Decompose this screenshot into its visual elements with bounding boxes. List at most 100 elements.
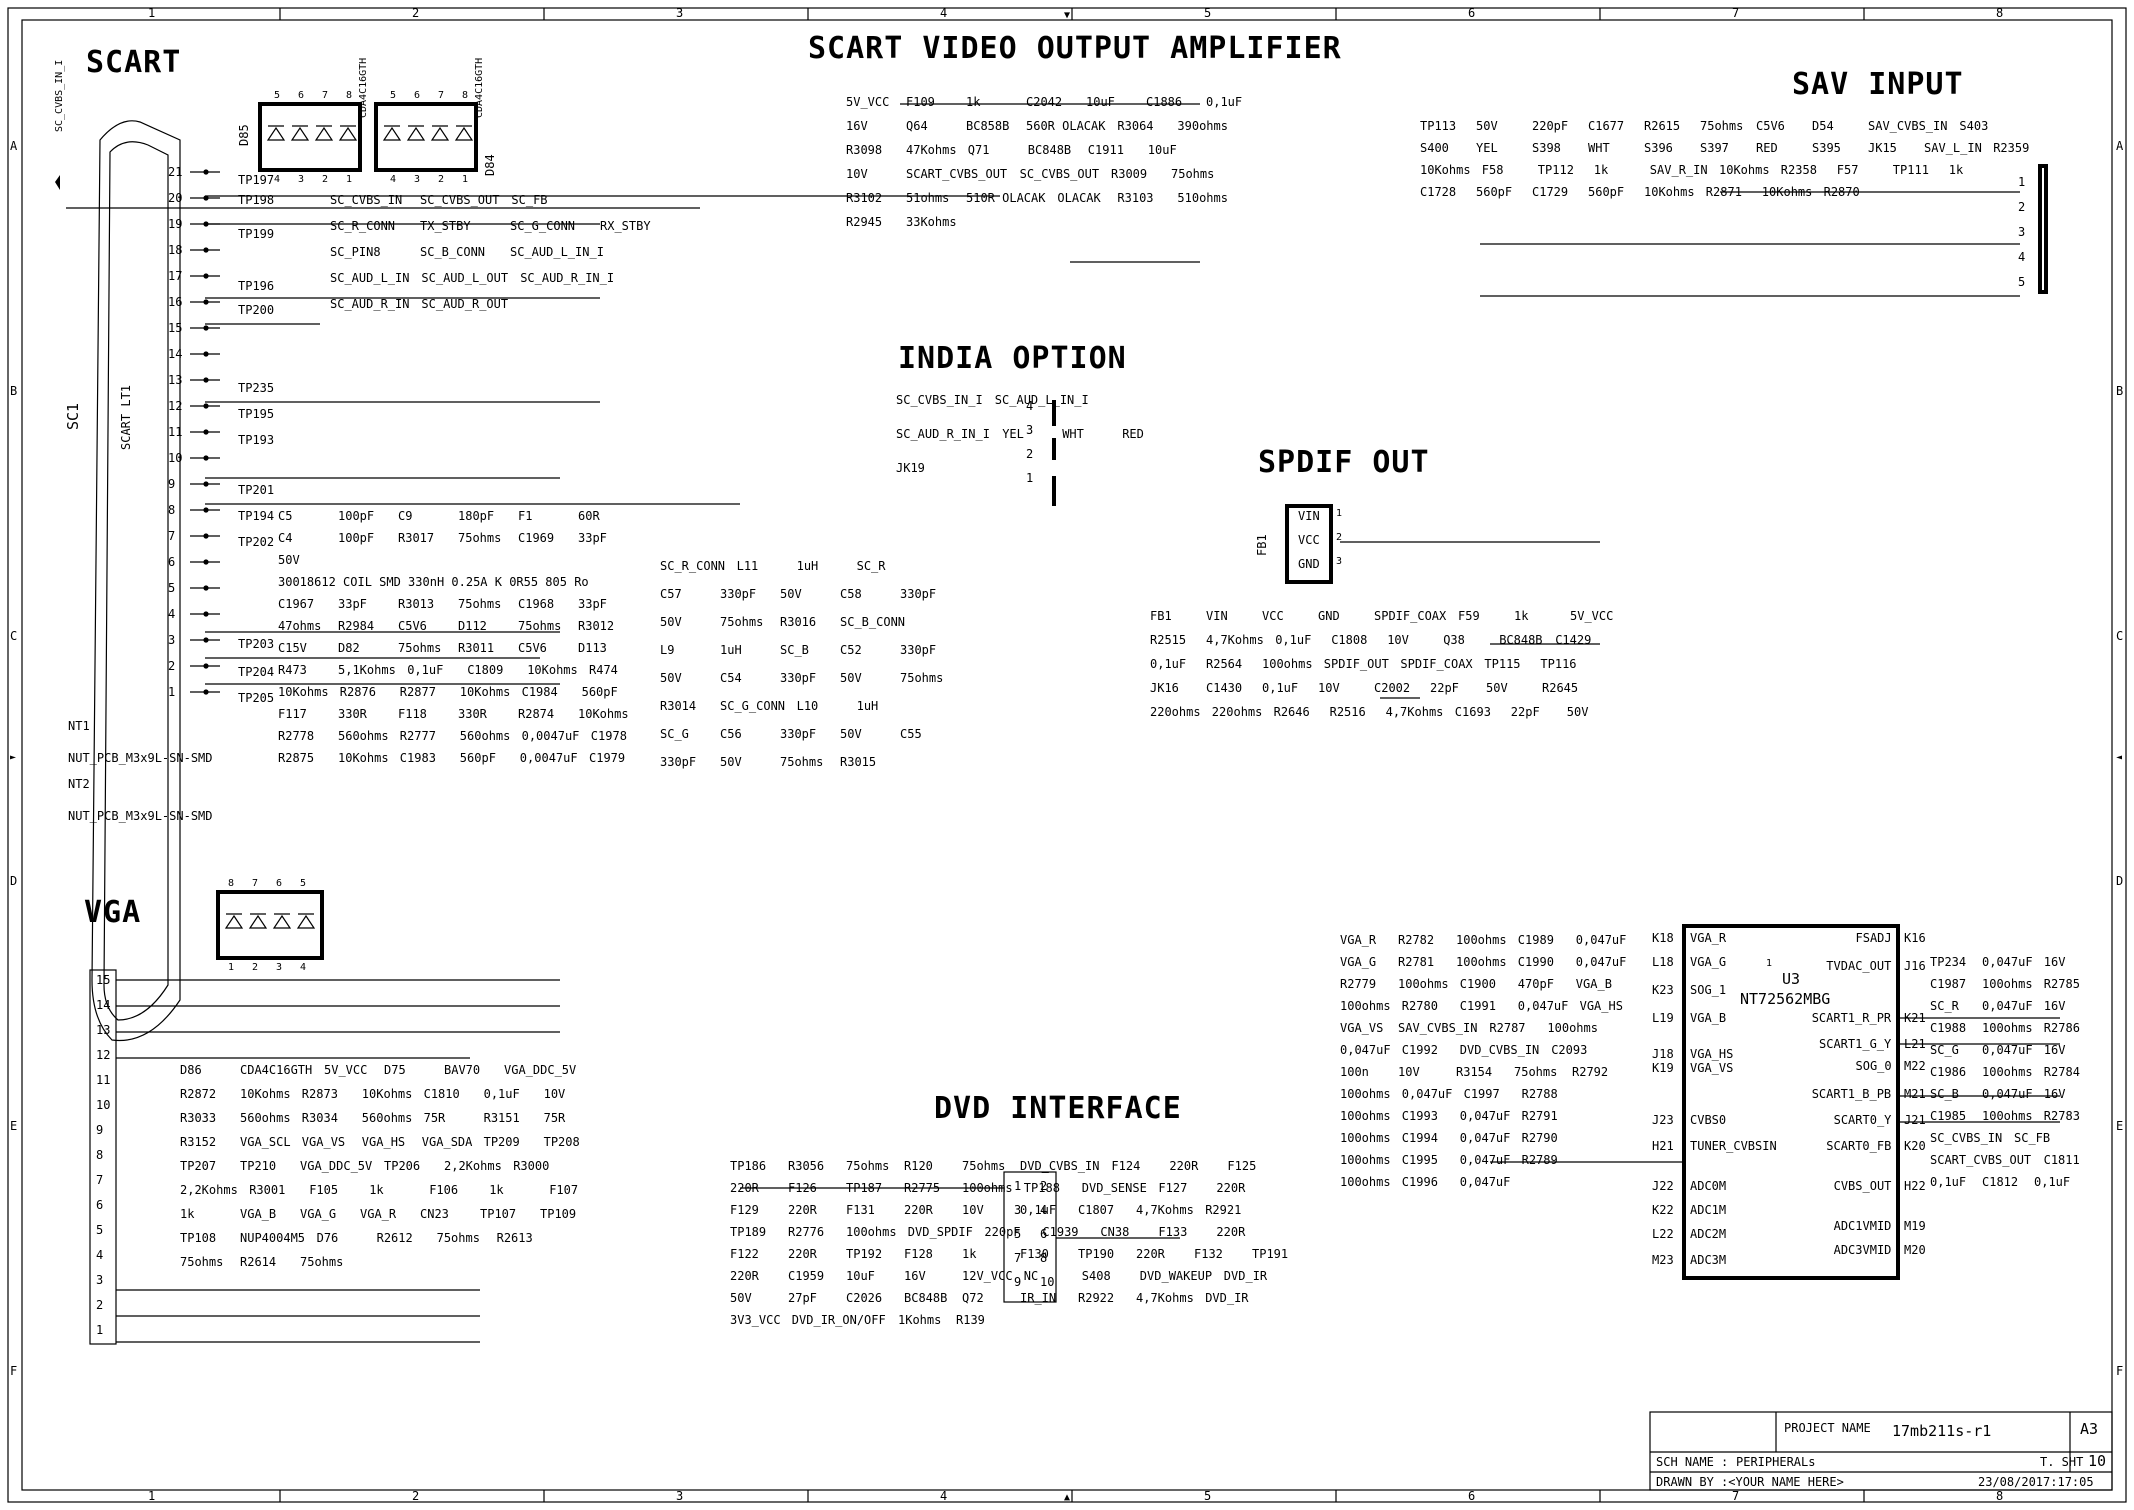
scart-part-label: R2984	[338, 619, 374, 633]
scart-testpoint: TP235	[238, 381, 274, 395]
vga-part-label: VGA_SDA	[422, 1135, 473, 1149]
sav-part-label: 560pF	[1588, 185, 1624, 199]
u3-left-part-label: 100ohms	[1398, 977, 1449, 991]
amp-part-label: 0,1uF	[1206, 95, 1242, 109]
scart-part-label: C1979	[589, 751, 625, 765]
u3-left-part-label: 100ohms	[1456, 955, 1507, 969]
u3-left-part-label: 0,047uF	[1518, 999, 1569, 1013]
scart-connector: SC_CVBS_IN_I SC1 SCART LT1	[54, 60, 181, 1042]
u3-left-part-label: C1990	[1518, 955, 1554, 969]
d85-type: CDA4C16GTH	[358, 58, 369, 118]
spdif-part-label: 5V_VCC	[1570, 609, 1613, 623]
u3-right-part-label: 0,047uF	[1982, 1043, 2033, 1057]
u3-right-pin: ADC1VMID	[1834, 1219, 1892, 1233]
vga-part-label: CN23	[420, 1207, 449, 1221]
spdif-part-label: 4,7Kohms	[1206, 633, 1264, 647]
u3-left-part-label: C1993	[1402, 1109, 1438, 1123]
sav-part-label: D54	[1812, 119, 1834, 133]
dvd-part-label: R139	[956, 1313, 985, 1327]
sav-part-label: 220pF	[1532, 119, 1568, 133]
u3-left-pin: VGA_B	[1690, 1011, 1726, 1025]
filter-part-label: 75ohms	[720, 615, 763, 629]
amp-part-label: 1k	[966, 95, 981, 109]
sav-part-label: S397	[1700, 141, 1729, 155]
fb1-module	[1285, 504, 1333, 584]
jk19-pin: 3	[1026, 423, 1033, 437]
scart-testpoint: TP196	[238, 279, 274, 293]
u3-left-part-label: 0,047uF	[1460, 1153, 1511, 1167]
u3-right-part-label: C1811	[2044, 1153, 2080, 1167]
col-mark-bottom: 7	[1732, 1489, 1739, 1503]
scart-part-label: 75ohms	[458, 597, 501, 611]
vga-part-label: D75	[384, 1063, 406, 1077]
filter-part-label: C52	[840, 643, 862, 657]
u3-right-ball: K20	[1904, 1139, 1926, 1153]
row-mark-right: D	[2116, 874, 2123, 888]
u3-right-pin: SCART0_Y	[1834, 1113, 1893, 1127]
scart-part-label: 60R	[578, 509, 600, 523]
scart-part-label: 560pF	[460, 751, 496, 765]
u3-pin1: 1	[1766, 958, 1772, 969]
india-part-label: JK19	[896, 461, 925, 475]
scart-pin-number: 20	[168, 191, 182, 205]
scart-pin-number: 9	[168, 477, 175, 491]
u3-right-part-label: SC_CVBS_IN	[1930, 1131, 2002, 1145]
row-mark-left: A	[10, 139, 18, 153]
amp-part-label: SC_CVBS_OUT	[1020, 167, 1099, 181]
filter-part-label: R3016	[780, 615, 816, 629]
col-mark-bottom: 3	[676, 1489, 683, 1503]
d85-pin: 1	[346, 174, 352, 185]
junction-dot	[203, 481, 209, 487]
amp-part-label: R3103	[1117, 191, 1153, 205]
cn38-pin: 1	[1014, 1179, 1021, 1193]
u3-right-part-label: R2784	[2044, 1065, 2080, 1079]
amp-part-label: SCART_CVBS_OUT	[906, 167, 1007, 181]
filter-part-label: 330pF	[660, 755, 696, 769]
u3-right-pin: TVDAC_OUT	[1826, 959, 1891, 973]
u3-right-part-label: C1985	[1930, 1109, 1966, 1123]
u3-left-ball: K18	[1652, 931, 1674, 945]
center-mark-bottom: ▲	[1064, 1492, 1070, 1503]
dvd-part-label: 220R	[1136, 1247, 1166, 1261]
cn38-pin: 10	[1040, 1275, 1054, 1289]
u3-left-pin: ADC0M	[1690, 1179, 1726, 1193]
scart-part-label: R3013	[398, 597, 434, 611]
scart-part-label: 10Kohms	[460, 685, 511, 699]
scart-part-label: C15V	[278, 641, 307, 655]
vga-part-label: VGA_G	[300, 1207, 336, 1221]
u3-left-pin: TUNER_CVBSIN	[1690, 1139, 1777, 1153]
u3-left-part-label: C1996	[1402, 1175, 1438, 1189]
u3-right-pin: FSADJ	[1856, 931, 1892, 945]
u3-left-part-label: C2093	[1551, 1043, 1587, 1057]
d86-pin: 1	[228, 962, 234, 973]
cn38-pin: 6	[1040, 1227, 1047, 1241]
fb1-pin-number: 2	[1336, 532, 1342, 543]
u3-left-ball: J22	[1652, 1179, 1674, 1193]
amp-part-label: R3064	[1117, 119, 1153, 133]
u3-left-part-label: DVD_CVBS_IN	[1460, 1043, 1539, 1057]
scart-part-label: C5V6	[398, 619, 427, 633]
u3-left-pin: SOG_1	[1690, 983, 1726, 997]
d85-pin: 3	[298, 174, 304, 185]
dvd-part-label: TP186	[730, 1159, 766, 1173]
sav-part-label: R2358	[1781, 163, 1817, 177]
vga-part-label: VGA_DDC_5V	[300, 1159, 372, 1173]
dvd-part-label: 220R	[1216, 1225, 1246, 1239]
u3-right-part-label: 16V	[2044, 1087, 2066, 1101]
sav-part-label: 560pF	[1476, 185, 1512, 199]
row-mark-right: E	[2116, 1119, 2123, 1133]
vga-part-label: TP208	[544, 1135, 580, 1149]
spdif-part-label: F59	[1458, 609, 1480, 623]
junction-dot	[203, 663, 209, 669]
u3-left-part-label: R2791	[1522, 1109, 1558, 1123]
amp-part-label: Q71	[968, 143, 990, 157]
u3-left-part-label: R2781	[1398, 955, 1434, 969]
filter-part-label: R3015	[840, 755, 876, 769]
dvd-part-label: F131	[846, 1203, 875, 1217]
drawn-date: 23/08/2017:17:05	[1978, 1475, 2094, 1489]
vga-part-label: BAV70	[444, 1063, 480, 1077]
scart-testpoint: TP199	[238, 227, 274, 241]
